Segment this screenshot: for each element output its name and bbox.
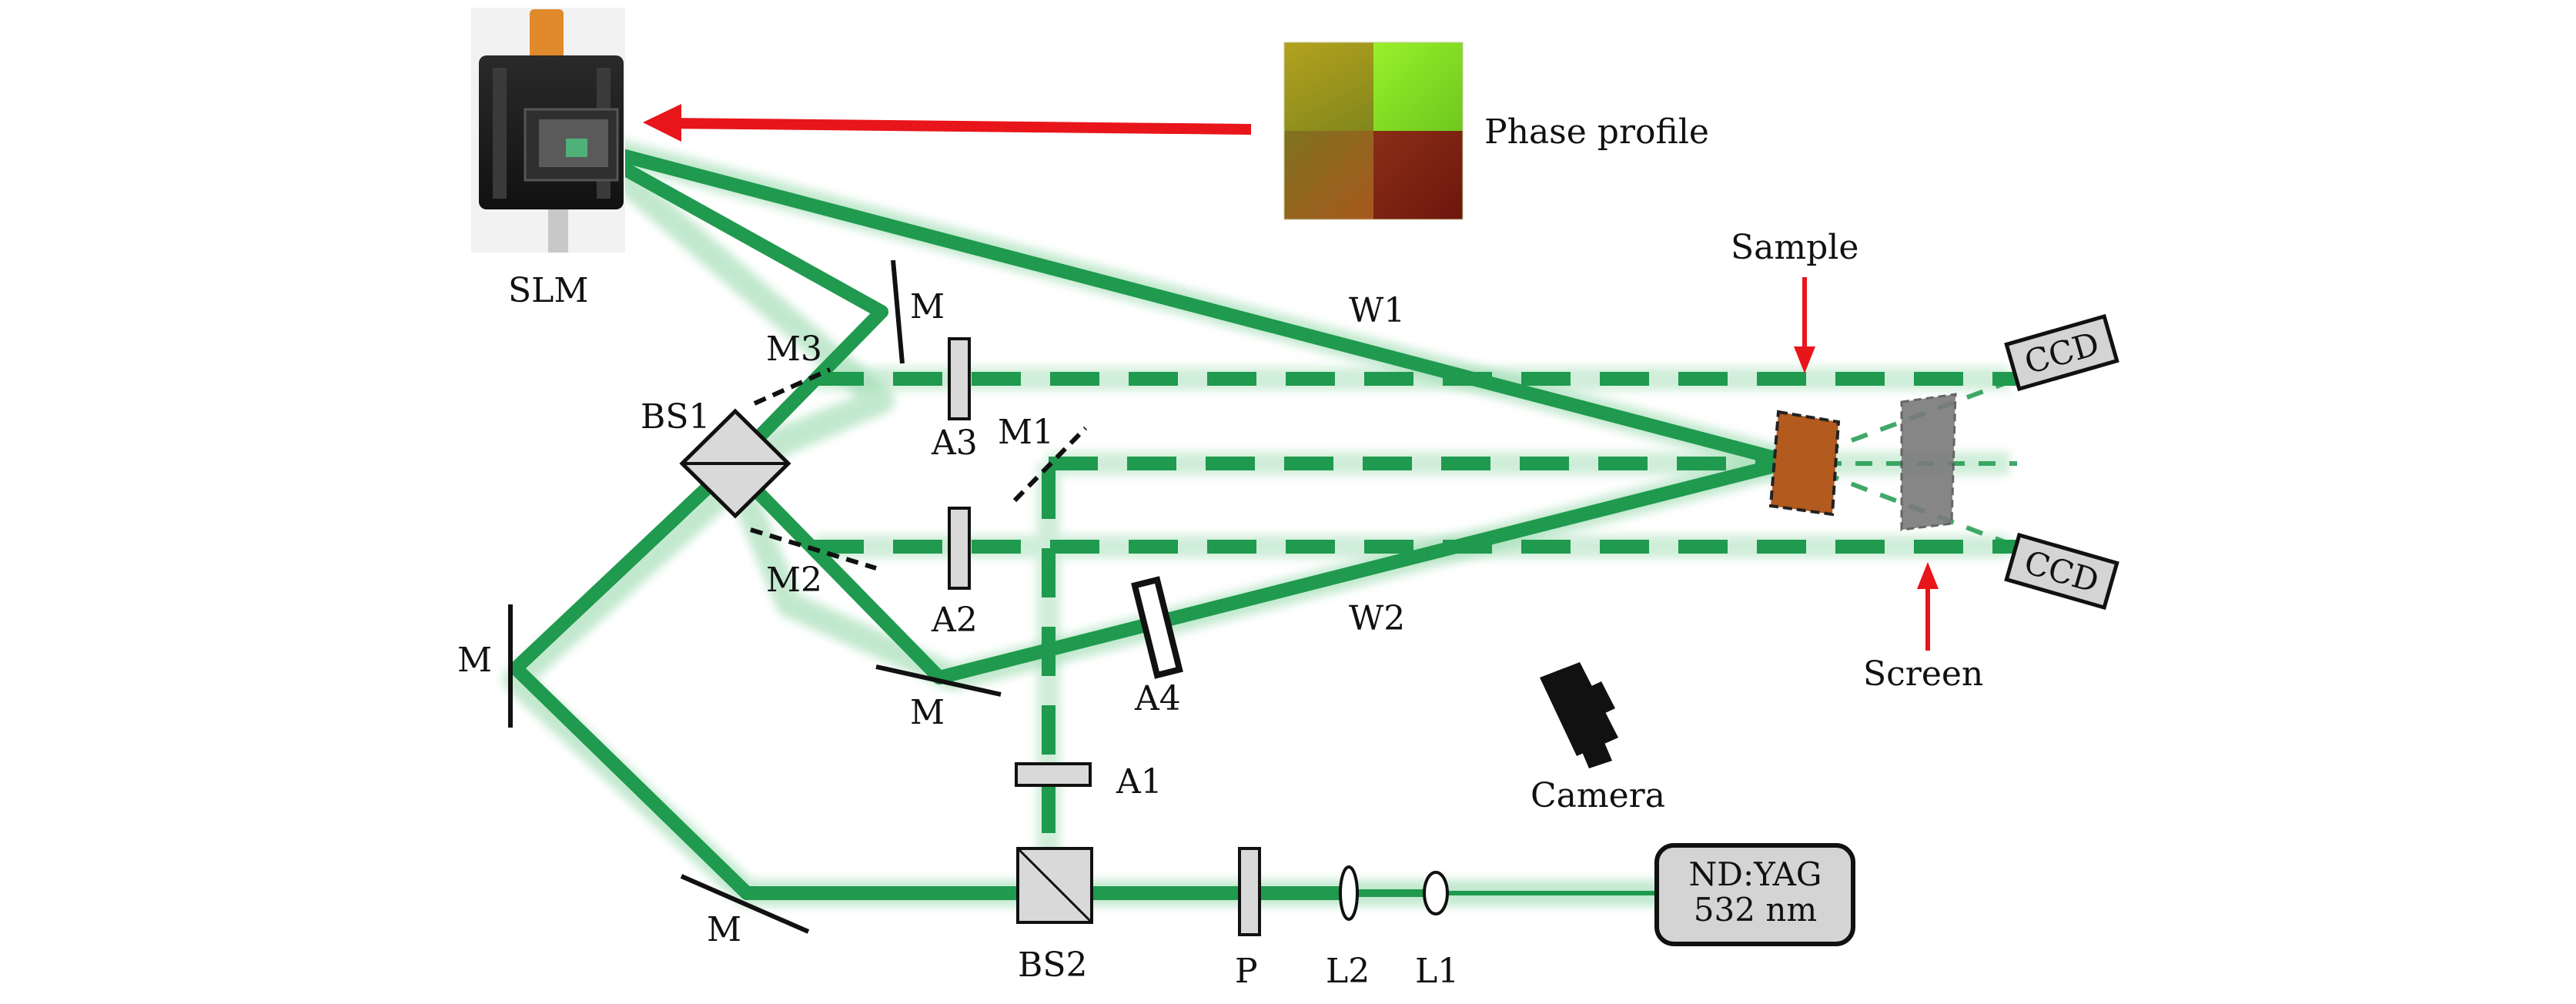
beam-splitter-bs2	[1016, 847, 1093, 924]
lens-l2	[1339, 865, 1359, 921]
laser-name-label: ND:YAG	[1689, 855, 1822, 893]
mirror-mid	[875, 664, 1002, 697]
aperture-a2	[948, 507, 971, 590]
bs1-label: BS1	[641, 397, 710, 437]
aperture-a4	[1131, 576, 1183, 679]
laser-box: ND:YAG 532 nm	[1654, 843, 1855, 946]
sample	[1768, 410, 1841, 517]
aperture-a1	[1015, 762, 1092, 787]
m1-label: M1	[998, 413, 1054, 452]
mirror-m2	[750, 527, 877, 571]
sample-arrow	[1794, 277, 1815, 373]
p-label: P	[1235, 952, 1258, 991]
l2-label: L2	[1326, 952, 1370, 991]
w1-label: W1	[1349, 291, 1405, 330]
bs2-label: BS2	[1018, 945, 1087, 985]
phase-profile-image	[1283, 42, 1464, 220]
mirror-mid-label: M	[910, 693, 945, 732]
ccd-top: CCD	[2004, 313, 2119, 392]
l1-label: L1	[1415, 952, 1459, 991]
lenses	[1339, 865, 1449, 921]
a1-label: A1	[1116, 762, 1163, 802]
phase-to-slm-arrow	[643, 104, 1252, 142]
screen-label: Screen	[1863, 654, 1983, 694]
w2-label: W2	[1349, 599, 1405, 638]
sample-label: Sample	[1731, 228, 1858, 267]
phase-profile-label: Phase profile	[1484, 112, 1709, 152]
polarizer-p	[1238, 847, 1261, 936]
laser-wavelength-label: 532 nm	[1694, 891, 1817, 929]
component-labels: M M3 BS1 A3 M1 W1 Sample M2 A2 M M A4 W2…	[457, 228, 1983, 991]
mirror-top-label: M	[910, 287, 945, 326]
camera-label: Camera	[1531, 776, 1665, 815]
m2-label: M2	[766, 561, 822, 600]
mirror-bottom-label: M	[707, 910, 741, 949]
m3-label: M3	[766, 330, 822, 369]
a4-label: A4	[1134, 679, 1181, 718]
aperture-a3	[948, 337, 971, 420]
mirror-m3	[753, 367, 831, 406]
mirror-bottom	[680, 874, 810, 934]
slm-label: SLM	[508, 271, 588, 310]
slm-device	[471, 8, 625, 253]
lens-l1	[1423, 871, 1449, 915]
beam-splitter-bs1	[679, 408, 791, 519]
camera-icon	[1540, 662, 1618, 768]
apertures	[948, 337, 1261, 936]
a3-label: A3	[931, 423, 978, 463]
ccd-bottom: CCD	[2004, 532, 2119, 611]
screen-arrow	[1917, 562, 1939, 651]
mirror-left-label: M	[457, 641, 492, 680]
screen	[1900, 393, 1957, 531]
mirror-m1	[1012, 426, 1088, 503]
dashed-mirrors	[750, 367, 1088, 571]
mirror-top	[891, 259, 905, 364]
mirrors	[508, 259, 1002, 934]
a2-label: A2	[931, 601, 978, 640]
